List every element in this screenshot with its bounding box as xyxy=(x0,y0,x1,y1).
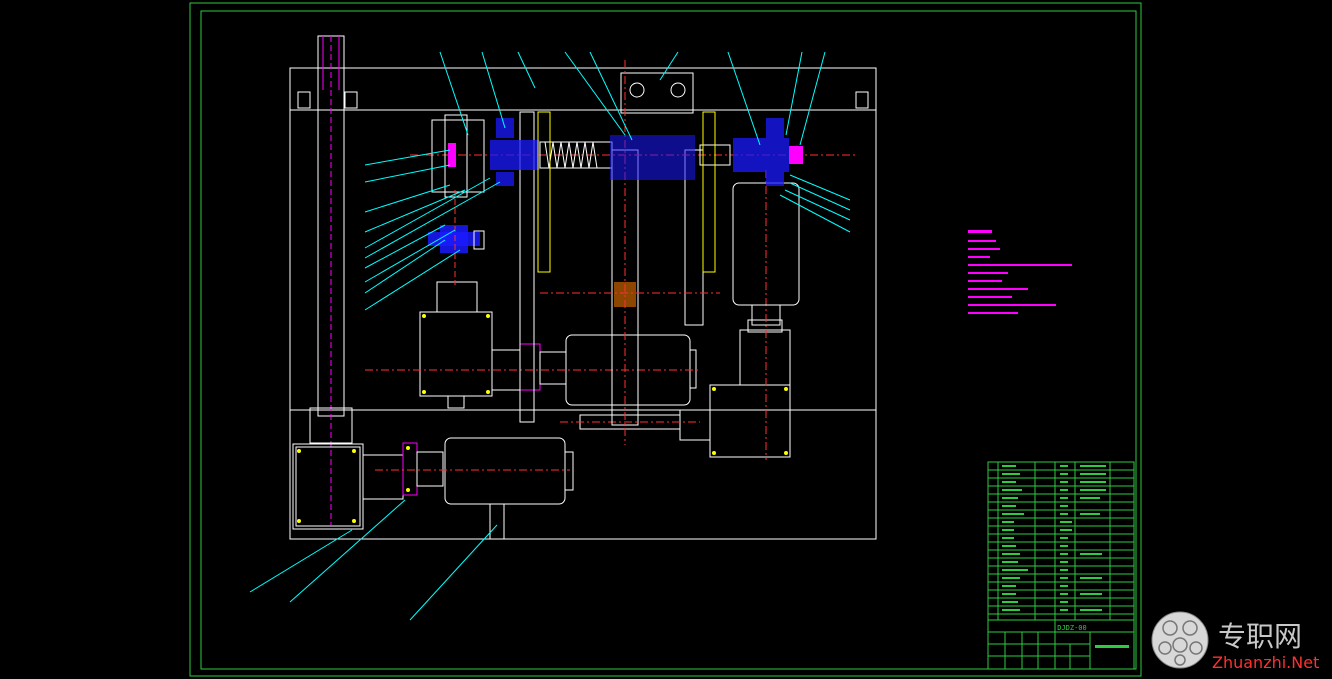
watermark-url-text: Zhuanzhi.Net xyxy=(1212,653,1319,672)
machine-frame xyxy=(289,67,877,540)
parts-list-text-marks xyxy=(1002,465,1106,611)
parts-list-table xyxy=(987,461,1135,621)
drawing-number: DJDZ-00 xyxy=(1057,624,1087,632)
right-vertical-motor xyxy=(732,170,800,460)
bottom-motor xyxy=(375,437,574,540)
bottom-left-gearbox xyxy=(292,442,444,530)
right-gearbox xyxy=(560,319,791,458)
technical-notes xyxy=(968,230,1072,314)
vertical-lead-screw xyxy=(309,35,353,525)
outer-border xyxy=(189,2,1142,677)
leader-lines xyxy=(249,51,851,621)
drawing-title-marks xyxy=(1095,645,1129,648)
middle-gearbox xyxy=(365,281,700,409)
bevel-gear xyxy=(428,190,485,285)
watermark-cn-text: 专职网 xyxy=(1218,620,1302,653)
watermark-logo-icon xyxy=(1151,611,1209,669)
inner-border xyxy=(200,10,1137,670)
title-block xyxy=(987,619,1135,670)
watermark: 专职网 Zhuanzhi.Net xyxy=(1151,611,1319,672)
